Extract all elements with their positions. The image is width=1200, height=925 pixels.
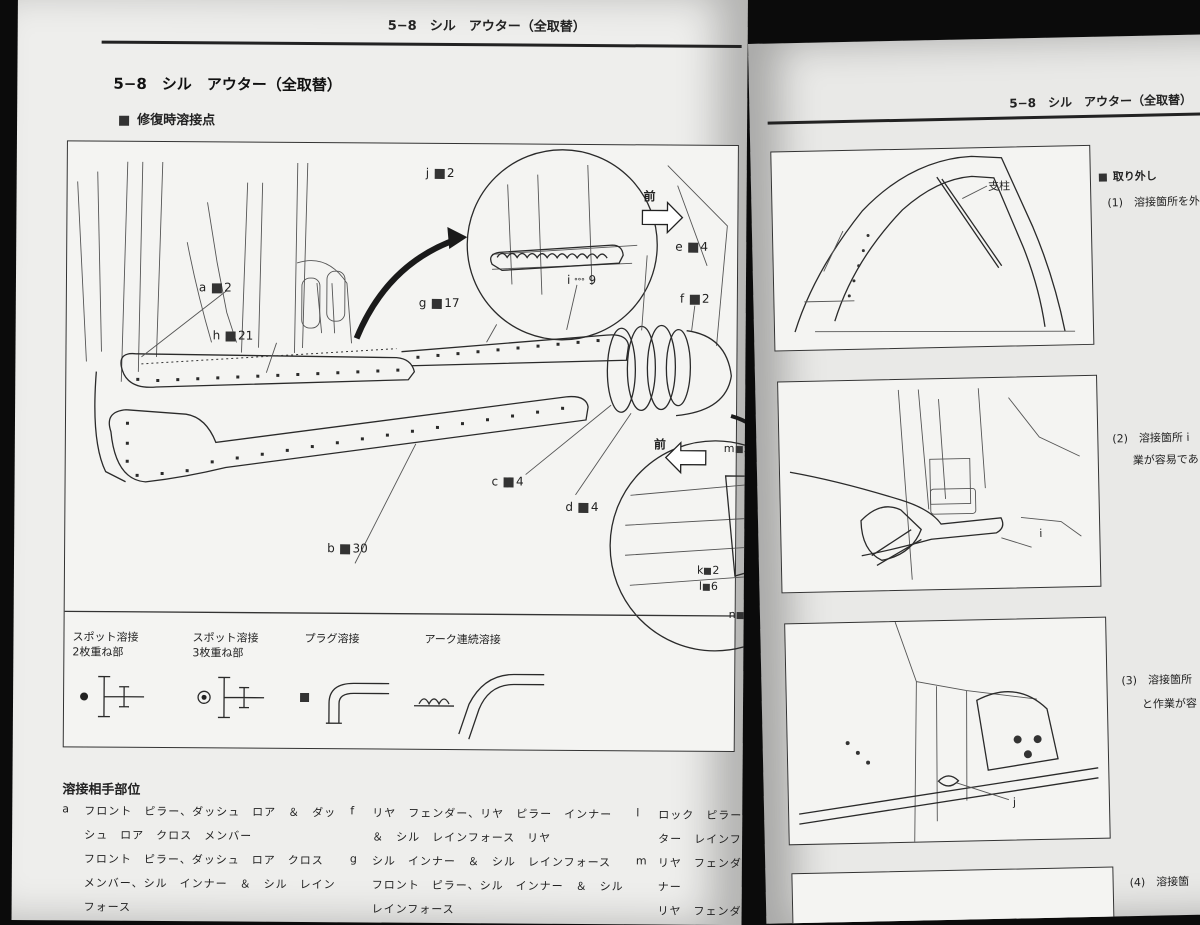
mating-g-line-2: フロント ピラー、シル インナー ＆ シル <box>371 878 624 894</box>
callout-c: c 4 <box>491 474 524 489</box>
page-header: 5−8 シル アウター（全取替） <box>387 18 586 35</box>
mating-a-line-2: シュ ロア クロス メンバー <box>84 828 253 843</box>
callout-g: g 17 <box>418 295 460 311</box>
fig1-strut-label: 支柱 <box>987 179 1011 194</box>
step-1: (1) 溶接箇所を外 <box>1107 194 1200 210</box>
right-manual-page: 5−8 シル アウター（全取替） 支柱 i <box>748 34 1200 924</box>
step-3: (3) 溶接箇所 <box>1121 672 1193 688</box>
mating-f-line-1: リヤ フェンダー、リヤ ピラー インナー <box>372 806 613 822</box>
sill-diagram-illustration <box>64 149 748 740</box>
mating-l-line-2: ター レインフォース <box>658 832 748 847</box>
mating-a-line-1: フロント ピラー、ダッシュ ロア ＆ ダッ <box>84 804 337 820</box>
mating-key-l: l <box>636 806 641 820</box>
removal-figure-1: 支柱 <box>770 144 1095 352</box>
callout-d: d 4 <box>565 499 599 515</box>
removal-figure-4 <box>791 866 1116 924</box>
callout-e: e 4 <box>675 239 709 254</box>
step-2: (2) 溶接箇所 i <box>1112 430 1190 446</box>
callout-f: f 2 <box>679 291 710 306</box>
right-header-rule <box>767 112 1200 125</box>
legend-arc: アーク連続溶接 <box>424 632 501 647</box>
detail-circle-lower <box>609 440 748 652</box>
weld-point-markers <box>125 339 600 477</box>
subtitle: 修復時溶接点 <box>119 109 216 129</box>
weld-diagram-frame: a 2 h 21 j 2 g 17 e 4 f 2 i ᐤᐤᐤ 9 c 4 d … <box>62 140 748 753</box>
callout-j: j 2 <box>425 165 455 181</box>
callout-b: b 30 <box>327 541 368 556</box>
mating-f-line-2: ＆ シル レインフォース リヤ <box>372 830 552 845</box>
header-rule <box>101 40 742 49</box>
fig3-weld-label: j <box>1012 795 1017 809</box>
mating-a-line-4: メンバー、シル インナー ＆ シル レイン <box>83 876 336 892</box>
removal-section-title: 取り外し <box>1098 167 1157 184</box>
mating-g-line-1: シル インナー ＆ シル レインフォース <box>371 854 612 870</box>
mating-key-g: g <box>349 852 358 866</box>
mating-key-f: f <box>350 804 356 818</box>
step-3-cont: と作業が容 <box>1141 696 1198 711</box>
drilling-illustration <box>789 388 1082 580</box>
left-manual-page: 5−8 シル アウター（全取替） 5−8 シル アウター（全取替） 修復時溶接点 <box>11 0 748 925</box>
mating-m-line-2: ナー <box>657 880 682 894</box>
mating-a-line-5: フォース <box>83 900 132 914</box>
legend-icons <box>80 673 545 740</box>
callout-a: a 2 <box>198 280 232 295</box>
detail-circle-upper <box>466 149 658 341</box>
legend-plug: プラグ溶接 <box>304 632 360 646</box>
mating-key-a: a <box>62 802 71 816</box>
front-label-upper: 前 <box>643 189 656 204</box>
removal-figure-2: i <box>777 374 1102 594</box>
callout-h: h 21 <box>212 328 254 343</box>
mating-l-line-1: ロック ピラー インナー <box>658 808 748 823</box>
fig2-weld-label: i <box>1039 526 1043 541</box>
mating-parts-title: 溶接相手部位 <box>62 782 141 798</box>
mating-g-line-3: レインフォース <box>371 902 455 917</box>
door-opening-illustration <box>794 155 1076 333</box>
subtitle-text: 修復時溶接点 <box>137 112 216 129</box>
step-2-cont: 業が容易であ <box>1132 452 1199 468</box>
right-page-header: 5−8 シル アウター（全取替） <box>1009 92 1193 111</box>
removal-figure-3: j <box>784 616 1111 846</box>
front-label-lower: 前 <box>653 437 666 452</box>
section-title: 5−8 シル アウター（全取替） <box>113 74 342 95</box>
pillar-base-illustration <box>799 621 1099 842</box>
step-4: (4) 溶接箇 <box>1129 874 1190 890</box>
mating-a-line-3: フロント ピラー、ダッシュ ロア クロス <box>83 852 324 868</box>
bullet-square-icon <box>119 115 130 126</box>
mating-m-line-3: リヤ フェンダー、 <box>657 904 748 919</box>
callout-i: i ᐤᐤᐤ 9 <box>566 272 597 288</box>
mating-key-m: m <box>635 854 648 868</box>
bullet-square-icon <box>1098 173 1107 182</box>
mating-m-line-1: リヤ フェンダー ＆ <box>657 856 748 871</box>
